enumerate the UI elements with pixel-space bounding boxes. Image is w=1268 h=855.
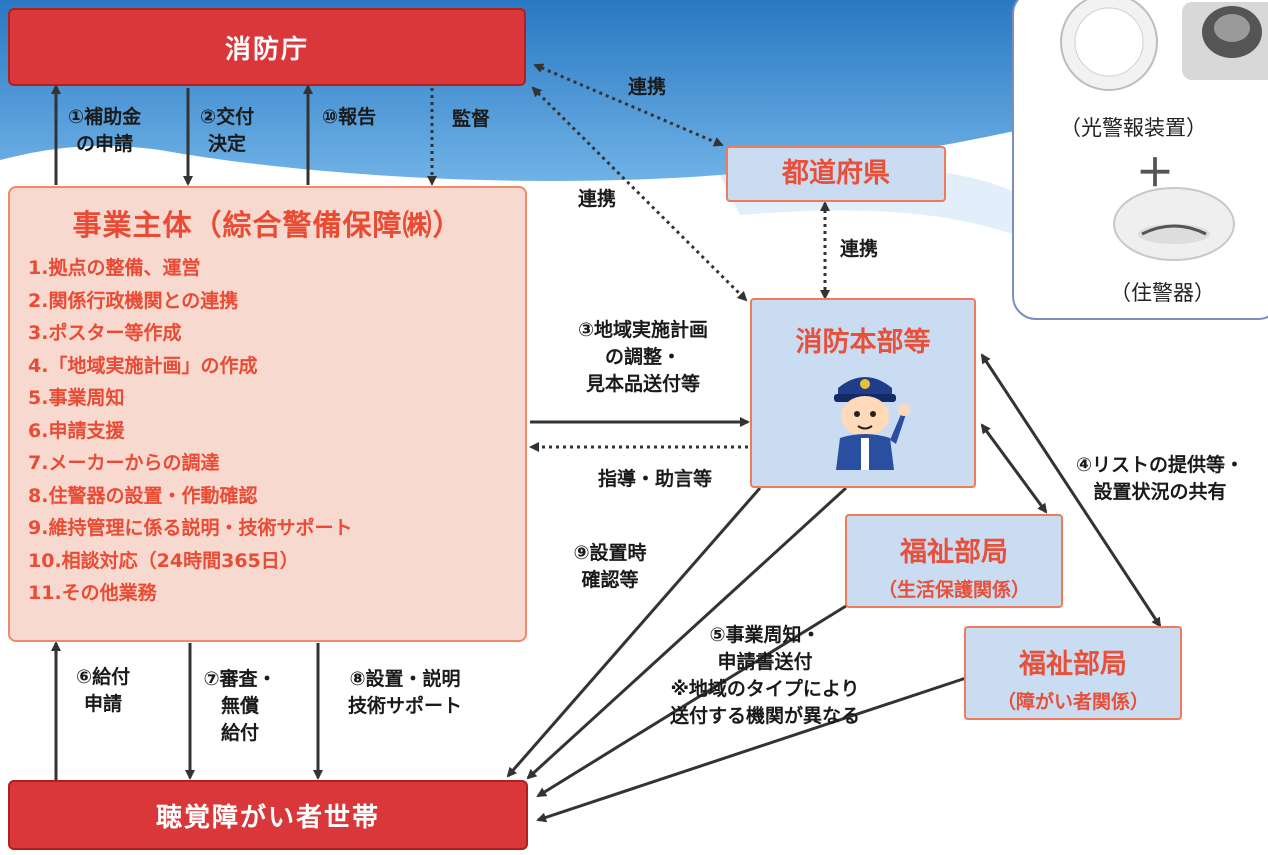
task-item: 6.申請支援 [28,419,125,442]
welfare-livelihood-title: 福祉部局 [900,537,1008,568]
welfare-livelihood-sub: （生活保護関係） [877,579,1030,601]
label-line: 給付 [220,722,259,744]
label-line: ⑤事業周知・ [709,624,821,646]
label-line: ③地域実施計画 [577,319,709,341]
label-line: ⑨設置時 [573,542,647,564]
device-images [1060,0,1268,261]
task-item: 1.拠点の整備、運営 [28,257,201,279]
welfare-livelihood-box: 福祉部局 （生活保護関係） [845,514,1063,608]
label-line: 送付する機関が異なる [669,705,860,727]
label-report: ⑩報告 [322,106,377,128]
fire-agency-box: 消防庁 [8,8,526,86]
firefighter-illustration [834,377,910,470]
label-line: ※地域のタイプにより [670,678,860,700]
prefecture-label: 都道府県 [782,158,890,189]
label-line: ⑥給付 [76,666,131,688]
label-line: 見本品送付等 [585,373,700,395]
label-subsidy-application: ①補助金 の申請 [68,104,141,158]
label-line: 技術サポート [347,695,462,717]
households-box: 聴覚障がい者世帯 [8,780,528,850]
task-item: 8.住警器の設置・作動確認 [28,484,258,507]
label-grant-decision: ②交付 決定 [200,104,254,158]
fire-agency-label: 消防庁 [224,34,309,65]
task-item: 2.関係行政機関との連携 [28,289,239,312]
label-business-notice: ⑤事業周知・ 申請書送付 ※地域のタイプにより 送付する機関が異なる [640,622,890,730]
task-item: 11.その他業務 [28,582,157,604]
label-installation-support: ⑧設置・説明 技術サポート [330,666,480,720]
device-panel: （光警報装置） ＋ （住警器） [1012,0,1268,320]
welfare-disability-sub: （障がい者関係） [996,691,1149,713]
plus-sign: ＋ [1136,151,1175,195]
label-line: 無償 [220,695,259,717]
label-benefit-application: ⑥給付 申請 [76,664,130,718]
label-coop-prefecture-firehq: 連携 [840,238,879,260]
label-review-benefit: ⑦審査・ 無償 給付 [200,666,280,747]
label-guidance: 指導・助言等 [597,468,712,490]
label-line: 申請 [84,693,123,715]
operator-title: 事業主体（綜合警備保障㈱） [72,208,463,242]
label-line: 申請書送付 [717,651,813,673]
label-coop-firehq: 連携 [578,188,617,210]
label-line: ②交付 [200,106,255,128]
task-item: 9.維持管理に係る説明・技術サポート [28,517,353,539]
label-supervision: 監督 [452,108,491,130]
operator-task-list: 1.拠点の整備、運営 2.関係行政機関との連携 3.ポスター等作成 4.「地域実… [28,252,352,610]
households-label: 聴覚障がい者世帯 [155,802,380,833]
label-line: ①補助金 [68,106,142,128]
label-coop-prefecture: 連携 [628,76,667,98]
fire-hq-label: 消防本部等 [795,327,931,358]
smoke-alarm-caption: （住警器） [1110,281,1215,305]
label-list-share: ④リストの提供等・ 設置状況の共有 [1060,452,1260,506]
welfare-disability-title: 福祉部局 [1019,649,1127,680]
label-line: 決定 [208,133,247,155]
label-line: 確認等 [581,569,639,591]
fire-hq-box: 消防本部等 [750,298,976,488]
prefecture-box: 都道府県 [726,146,946,202]
task-item: 10.相談対応（24時間365日） [28,549,299,572]
task-item: 3.ポスター等作成 [28,322,182,344]
label-check-on-installation: ⑨設置時 確認等 [560,540,660,594]
label-plan-coordination: ③地域実施計画 の調整・ 見本品送付等 [540,317,746,398]
operator-box: 事業主体（綜合警備保障㈱） 1.拠点の整備、運営 2.関係行政機関との連携 3.… [8,186,527,642]
welfare-disability-box: 福祉部局 （障がい者関係） [964,626,1182,720]
task-item: 5.事業周知 [28,387,125,409]
light-alarm-caption: （光警報装置） [1060,116,1207,140]
label-line: ⑦審査・ [203,668,277,690]
label-line: ④リストの提供等・ [1075,454,1245,476]
label-line: の申請 [76,133,134,155]
task-item: 4.「地域実施計画」の作成 [28,354,258,377]
label-line: の調整・ [604,346,681,368]
label-line: ⑧設置・説明 [349,668,461,690]
task-item: 7.メーカーからの調達 [28,452,220,474]
label-line: 設置状況の共有 [1093,481,1227,503]
